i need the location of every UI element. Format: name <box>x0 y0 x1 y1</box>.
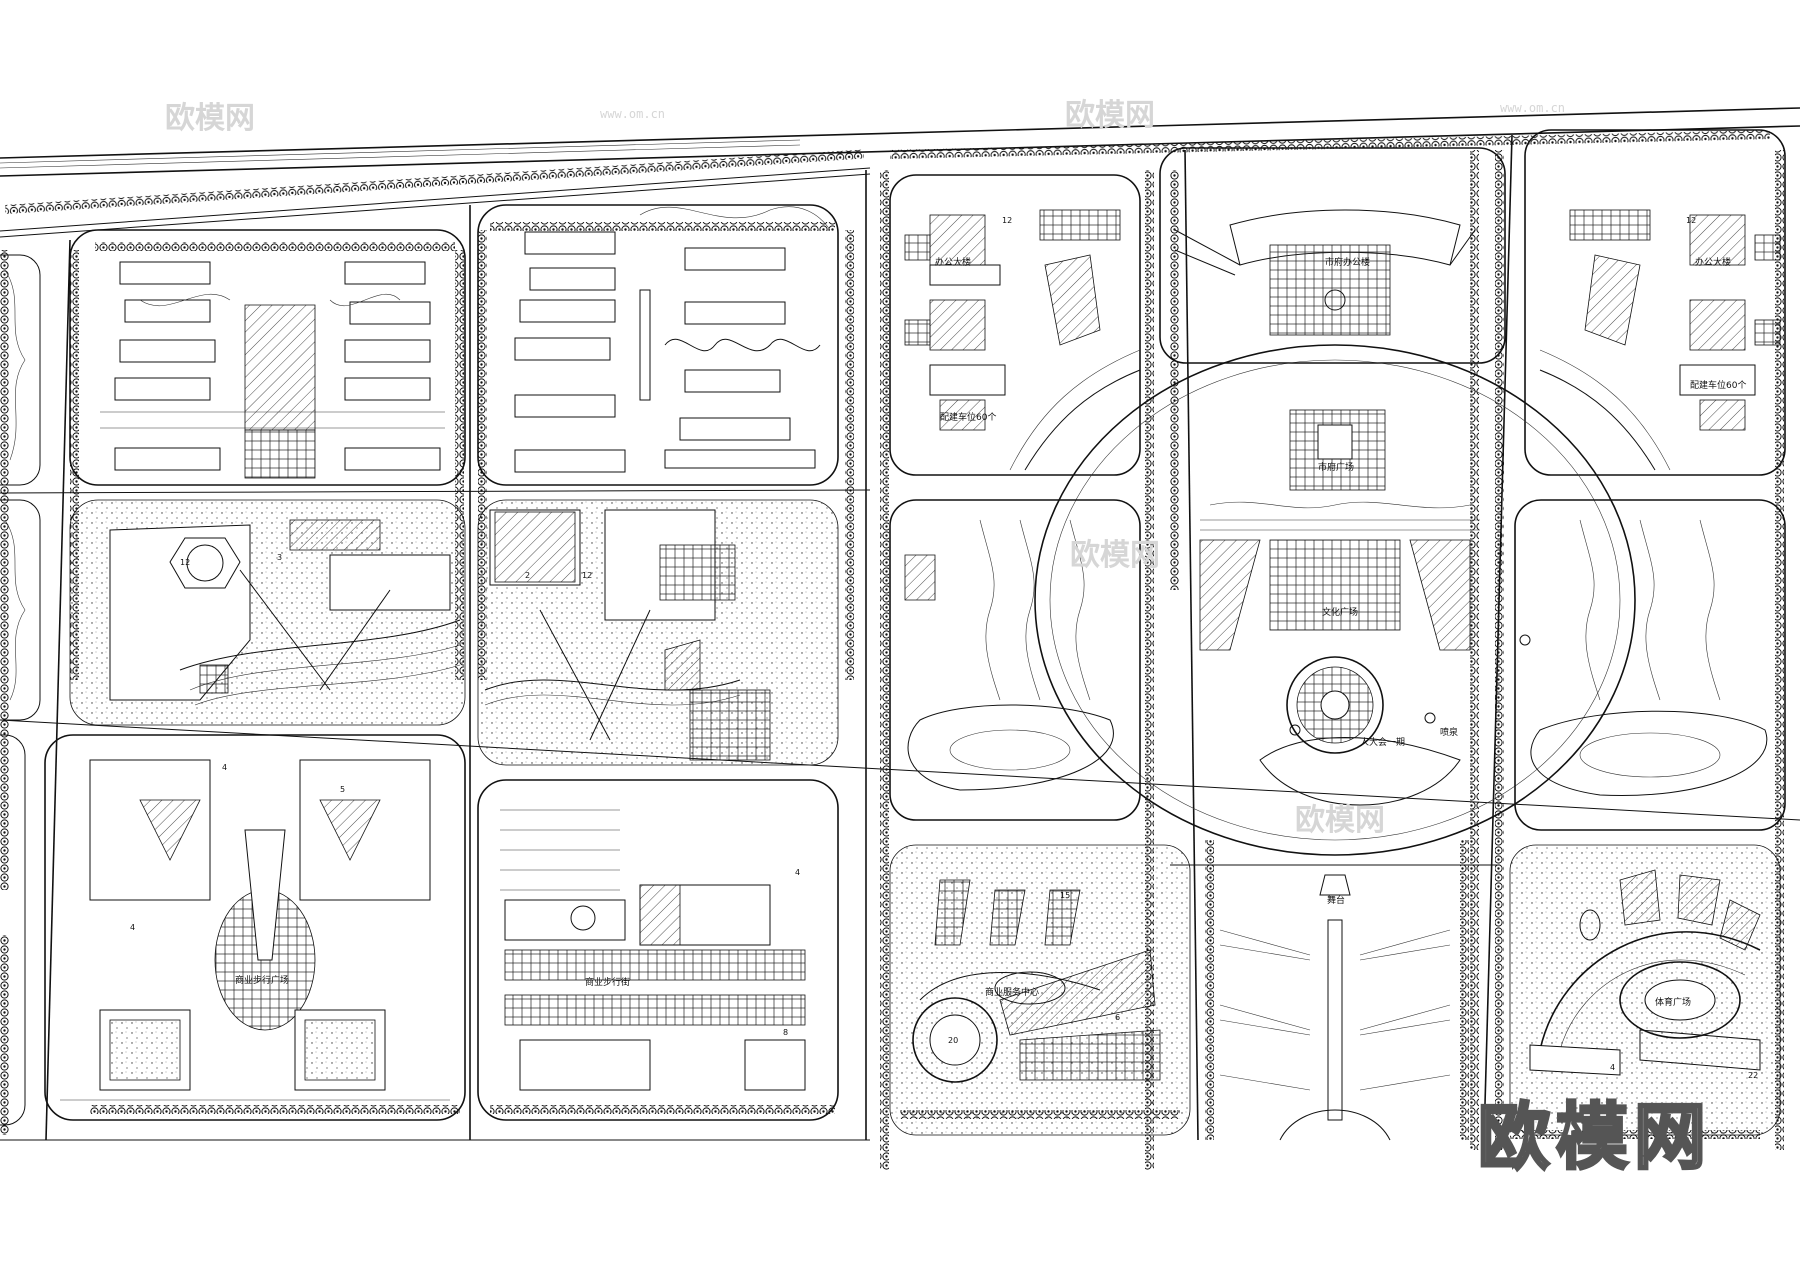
floor-count: 8 <box>783 1028 788 1037</box>
label-admin-building: 市府办公楼 <box>1325 256 1370 268</box>
block-park-d <box>477 499 839 766</box>
floor-count: 3 <box>277 553 282 562</box>
label-stage: 舞台 <box>1327 894 1345 906</box>
plan-labels: 市府办公楼 市府广场 文化广场 人大会一期 办公大楼 办公大楼 配建车位60个 … <box>235 256 1746 1008</box>
label-admin-plaza: 市府广场 <box>1318 461 1354 473</box>
watermark-brand: 欧模网 <box>1065 98 1155 133</box>
label-grand-plaza: 文化广场 <box>1322 606 1358 618</box>
label-parking-west: 配建车位60个 <box>940 411 996 423</box>
floor-count: 2 <box>525 571 530 580</box>
floor-count: 12 <box>180 558 190 567</box>
block-park-c <box>69 499 466 726</box>
label-commercial-plaza: 商业步行广场 <box>235 974 289 986</box>
floor-count: 4 <box>1610 1063 1615 1072</box>
watermark-site: www.om.cn <box>1500 101 1565 115</box>
label-sports-plaza: 体育广场 <box>1655 996 1691 1008</box>
label-spring: 喷泉 <box>1440 726 1458 738</box>
floor-count: 4 <box>130 923 135 932</box>
brand-watermark: 欧模网 <box>1476 1094 1713 1181</box>
block-residential-a <box>69 229 466 486</box>
watermark-brand: 欧模网 <box>1070 538 1160 573</box>
floor-count: 6 <box>1115 1013 1120 1022</box>
floor-count: 5 <box>340 785 345 794</box>
block-sports-plaza <box>1509 844 1781 1136</box>
floor-count: 15 <box>1060 891 1070 900</box>
label-people-hall: 人大会一期 <box>1360 736 1405 748</box>
central-admin-plaza <box>1034 147 1636 1141</box>
block-commercial-plaza <box>44 734 466 1121</box>
floor-count: 4 <box>222 763 227 772</box>
watermark-brand: 欧模网 <box>1295 803 1385 838</box>
floor-numbers: 12 12 12 12 4 4 4 4 3 5 2 6 8 20 15 22 <box>130 216 1758 1080</box>
label-west-tower: 办公大楼 <box>935 256 971 268</box>
watermark-site: www.om.cn <box>600 107 665 121</box>
block-commercial-street <box>477 779 839 1121</box>
label-parking-east: 配建车位60个 <box>1690 379 1746 391</box>
watermark-layer: 欧模网 欧模网 欧模网 欧模网 www.om.cn www.om.cn <box>165 98 1565 838</box>
floor-count: 12 <box>1002 216 1012 225</box>
watermark-brand: 欧模网 <box>165 101 255 136</box>
tree-rows <box>0 130 1784 1170</box>
floor-count: 4 <box>795 868 800 877</box>
block-west-office <box>889 174 1141 476</box>
block-east-office <box>1524 129 1786 476</box>
block-west-park <box>889 499 1141 821</box>
block-residential-b <box>477 204 839 486</box>
label-commercial-street: 商业步行街 <box>585 976 630 988</box>
floor-count: 12 <box>1686 216 1696 225</box>
floor-count: 22 <box>1748 1071 1758 1080</box>
floor-count: 20 <box>948 1036 958 1045</box>
floor-count: 12 <box>582 571 592 580</box>
block-east-park <box>1514 499 1786 831</box>
road-network <box>0 107 1800 1141</box>
label-east-tower: 办公大楼 <box>1695 256 1731 268</box>
block-business-center <box>889 844 1191 1136</box>
left-edge-blocks <box>0 254 41 1126</box>
label-business-center: 商业服务中心 <box>985 986 1039 998</box>
